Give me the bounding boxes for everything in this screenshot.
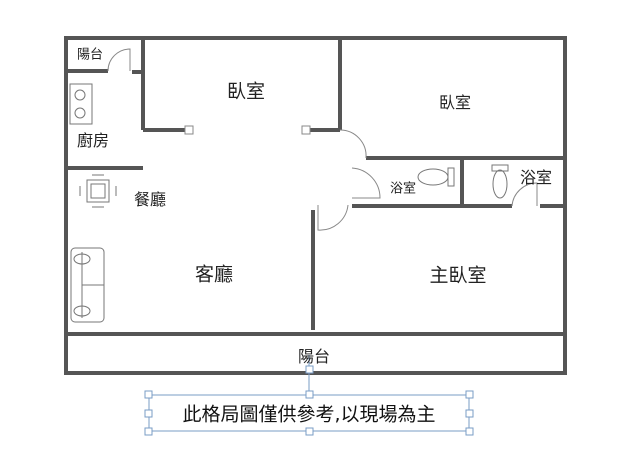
- doors: [107, 48, 538, 231]
- master-door: [317, 204, 349, 231]
- room-label-dining: 餐廳: [133, 190, 167, 209]
- room-label-bath-2: 浴室: [519, 168, 553, 187]
- toilet-icon: [491, 164, 509, 199]
- stove-icon: [69, 83, 93, 125]
- dining-table-icon: [79, 174, 117, 208]
- walls: [64, 36, 567, 375]
- caption-selection: [144, 355, 474, 436]
- bath-door: [351, 167, 381, 199]
- room-label-bath-1: 浴室: [389, 181, 417, 197]
- bedroom-door: [339, 129, 367, 159]
- room-label-kitchen: 廚房: [76, 131, 110, 150]
- room-label-bedroom-2: 臥室: [438, 93, 472, 112]
- balcony-door: [107, 48, 131, 72]
- sofa-icon: [70, 247, 105, 323]
- bath2-door: [511, 182, 538, 207]
- column-icon: [184, 125, 194, 135]
- room-label-living: 客廳: [194, 263, 234, 286]
- disclaimer-caption[interactable]: 此格局圖僅供參考,以現場為主: [182, 403, 436, 426]
- room-label-master-bedroom: 主臥室: [429, 264, 487, 287]
- room-label-balcony-main: 陽台: [297, 347, 331, 366]
- room-label-balcony-small: 陽台: [76, 47, 104, 63]
- toilet-icon: [417, 167, 455, 187]
- room-label-bedroom-1: 臥室: [226, 80, 266, 103]
- column-icon: [301, 125, 311, 135]
